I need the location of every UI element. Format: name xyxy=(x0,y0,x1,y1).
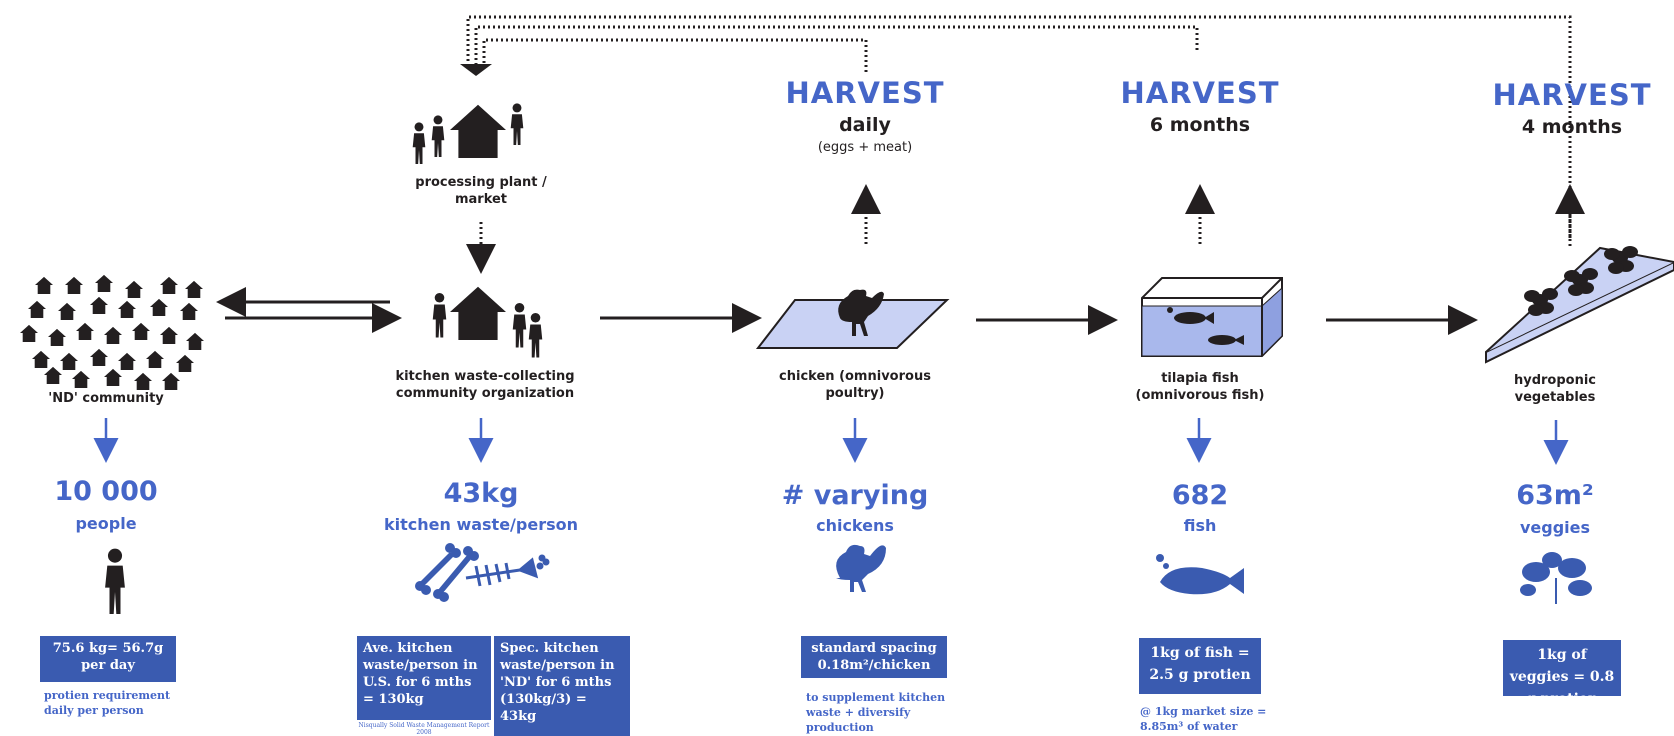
feedback-loop xyxy=(466,15,1572,238)
chicken-harvest-title: HARVEST xyxy=(785,76,945,110)
community-unit: people xyxy=(75,514,137,533)
veggies-harvest-title: HARVEST xyxy=(1492,78,1652,112)
fish-label: tilapia fish (omnivorous fish) xyxy=(1135,371,1265,403)
chicken-harvest-period: daily xyxy=(839,114,891,136)
chicken-label: chicken (omnivorous poultry) xyxy=(779,369,931,401)
fish-box: 1kg of fish = 2.5 g protien xyxy=(1139,638,1261,694)
fish-icon xyxy=(1156,554,1244,595)
plant-icon xyxy=(1520,552,1592,604)
organization-label: kitchen waste-collecting community organ… xyxy=(395,369,575,401)
veggies-harvest-period: 4 months xyxy=(1521,116,1623,138)
fish-note: @ 1kg market size = 8.85m³ of water xyxy=(1140,705,1267,733)
veggies-value: 63m² xyxy=(1516,480,1594,511)
plant-label: processing plant / market xyxy=(415,175,547,207)
output-arrows xyxy=(93,418,1569,465)
community-houses-icon xyxy=(20,274,204,390)
feedback-arrowhead xyxy=(460,64,492,76)
community-note: protien requirement daily per person xyxy=(44,689,171,717)
veggies-unit: veggies xyxy=(1519,518,1591,537)
rooster-icon xyxy=(836,544,886,592)
vegetable-plants-icon xyxy=(1524,246,1638,316)
fishbone-icon xyxy=(465,554,550,587)
fish-unit: fish xyxy=(1183,516,1217,535)
processing-plant-icon xyxy=(412,103,524,164)
bones-icon xyxy=(415,543,479,602)
organization-value: 43kg xyxy=(443,478,519,509)
chicken-tray-icon xyxy=(755,289,950,349)
fish-tank-icon xyxy=(1141,277,1283,358)
community-box: 75.6 kg= 56.7g per day xyxy=(40,636,176,682)
harvest-arrows xyxy=(466,184,1585,274)
flow-arrows xyxy=(216,287,1478,335)
fish-harvest-title: HARVEST xyxy=(1120,76,1280,110)
hydroponic-tray-icon xyxy=(1485,246,1674,364)
community-value: 10 000 xyxy=(54,476,158,507)
veggies-label: hydroponic vegetables xyxy=(1513,373,1597,405)
chicken-box: standard spacing 0.18m²/chicken xyxy=(801,636,947,678)
chicken-value: # varying xyxy=(781,480,929,511)
chicken-unit: chickens xyxy=(816,516,894,535)
chicken-note: to supplement kitchen waste + diversify … xyxy=(806,691,946,734)
chicken-harvest-note: (eggs + meat) xyxy=(817,140,913,155)
fish-harvest-period: 6 months xyxy=(1149,114,1251,136)
fish-value: 682 xyxy=(1171,480,1229,511)
organization-icon xyxy=(432,286,543,358)
organization-box-us: Ave. kitchen waste/person in U.S. for 6 … xyxy=(357,636,491,720)
organization-citation: Nisqually Solid Waste Management Report … xyxy=(358,722,490,736)
person-icon xyxy=(105,548,125,614)
community-label: 'ND' community xyxy=(48,391,164,406)
veggies-box: 1kg of veggies = 0.8 g protien xyxy=(1503,640,1621,707)
organization-box-nd: Spec. kitchen waste/person in 'ND' for 6… xyxy=(494,636,630,736)
organization-unit: kitchen waste/person xyxy=(383,515,578,534)
